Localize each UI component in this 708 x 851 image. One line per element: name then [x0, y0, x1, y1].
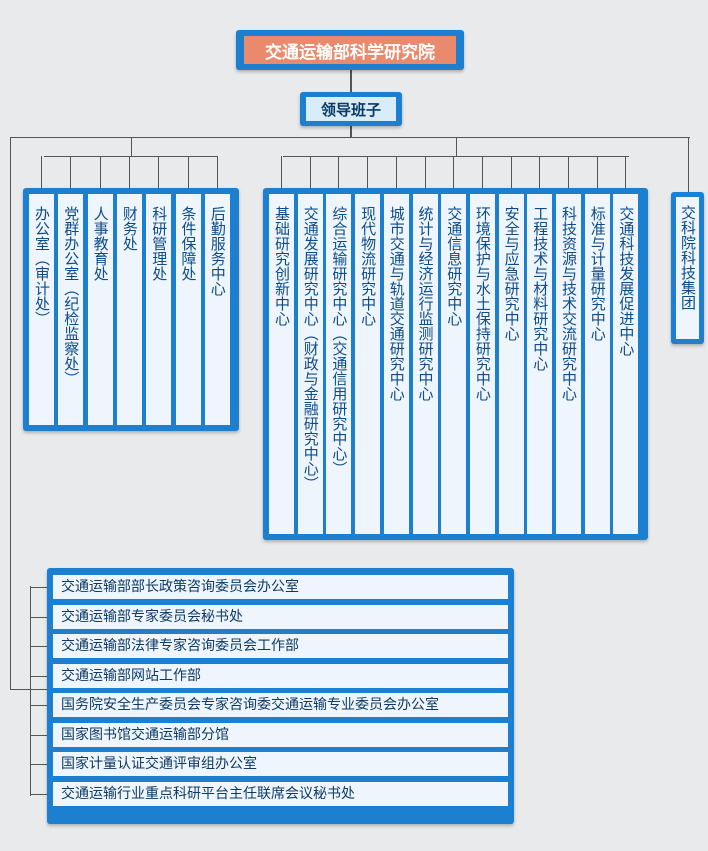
connector-research-bus: [283, 156, 629, 157]
office-4: 交通运输部网站工作部: [53, 663, 508, 688]
admin-department-4: 财务处: [116, 194, 142, 425]
research-tick: [309, 156, 311, 190]
admin-department-6: 条件保障处: [175, 194, 201, 425]
admin-department-7: 后勤服务中心: [204, 194, 230, 425]
office-tick: [30, 587, 54, 588]
research-tick: [625, 156, 627, 190]
office-1: 交通运输部部长政策咨询委员会办公室: [53, 575, 508, 599]
connector-main-bus: [10, 137, 690, 138]
group-label: 交科院科技集团: [676, 197, 699, 339]
research-tick: [367, 156, 369, 190]
connector-offices-bracket: [30, 586, 31, 796]
root-title: 交通运输部科学研究院: [244, 36, 456, 64]
admin-department-5: 科研管理处: [146, 194, 172, 425]
offices-group: 交通运输部部长政策咨询委员会办公室交通运输部专家委员会秘书处交通运输部法律专家咨…: [47, 568, 514, 824]
admin-tick: [128, 156, 130, 190]
research-center-4: 现代物流研究中心: [355, 194, 381, 534]
research-center-13: 交通科技发展促进中心: [613, 194, 639, 534]
research-center-11: 科技资源与技术交流研究中心: [556, 194, 581, 534]
admin-department-2: 党群办公室（纪检监察处）: [58, 194, 84, 425]
research-tick: [481, 156, 483, 190]
research-tick: [453, 156, 455, 190]
office-tick: [30, 616, 54, 618]
admin-departments-group: 办公室（审计处）党群办公室（纪检监察处）人事教育处财务处科研管理处条件保障处后勤…: [23, 188, 239, 431]
admin-department-1: 办公室（审计处）: [29, 194, 54, 425]
connector-research-drop: [456, 137, 457, 157]
office-5: 国务院安全生产委员会专家咨询委交通运输专业委员会办公室: [53, 693, 508, 717]
research-center-6: 统计与经济运行监测研究中心: [412, 194, 438, 534]
root-node: 交通运输部科学研究院: [236, 30, 464, 70]
research-tick: [568, 156, 569, 190]
admin-tick: [99, 156, 101, 190]
office-tick: [30, 793, 54, 795]
office-tick: [30, 646, 54, 647]
research-center-1: 基础研究创新中心: [269, 194, 294, 534]
connector-leader-bus: [350, 126, 352, 138]
office-2: 交通运输部专家委员会秘书处: [53, 604, 508, 629]
admin-tick: [216, 156, 218, 190]
research-centers-group: 基础研究创新中心交通发展研究中心（财政与金融研究中心）综合运输研究中心（交通信用…: [263, 188, 648, 540]
connector-root-leader: [350, 70, 352, 92]
research-tick: [510, 156, 512, 190]
research-tick: [424, 156, 426, 190]
office-tick: [30, 705, 54, 706]
office-tick: [30, 675, 54, 677]
leadership-label: 领导班子: [306, 97, 396, 121]
connector-left-trunk: [10, 137, 11, 690]
office-tick: [30, 764, 54, 765]
research-tick: [395, 156, 397, 190]
research-center-9: 安全与应急研究中心: [498, 194, 524, 534]
admin-tick: [70, 156, 72, 190]
connector-group-drop: [688, 137, 689, 192]
group-node: 交科院科技集团: [671, 192, 704, 344]
admin-tick: [41, 156, 42, 190]
admin-tick: [187, 156, 189, 190]
research-tick: [596, 156, 598, 190]
research-center-5: 城市交通与轨道交通研究中心: [383, 194, 409, 534]
office-3: 交通运输部法律专家咨询委员会工作部: [53, 634, 508, 658]
office-7: 国家计量认证交通评审组办公室: [53, 752, 508, 776]
office-6: 国家图书馆交通运输部分馆: [53, 722, 508, 747]
office-8: 交通运输行业重点科研平台主任联席会议秘书处: [53, 781, 508, 806]
connector-admin-drop: [131, 137, 132, 157]
research-center-2: 交通发展研究中心（财政与金融研究中心）: [297, 194, 323, 534]
research-center-8: 环境保护与水土保持研究中心: [469, 194, 495, 534]
research-tick: [539, 156, 541, 190]
leadership-node: 领导班子: [300, 92, 402, 126]
research-center-10: 工程技术与材料研究中心: [527, 194, 553, 534]
research-center-7: 交通信息研究中心: [441, 194, 467, 534]
research-tick: [281, 156, 282, 190]
research-center-12: 标准与计量研究中心: [584, 194, 610, 534]
admin-tick: [158, 156, 160, 190]
connector-admin-bus: [44, 156, 218, 157]
admin-department-3: 人事教育处: [87, 194, 113, 425]
office-tick: [30, 734, 54, 736]
research-center-3: 综合运输研究中心（交通信用研究中心）: [326, 194, 352, 534]
research-tick: [338, 156, 340, 190]
